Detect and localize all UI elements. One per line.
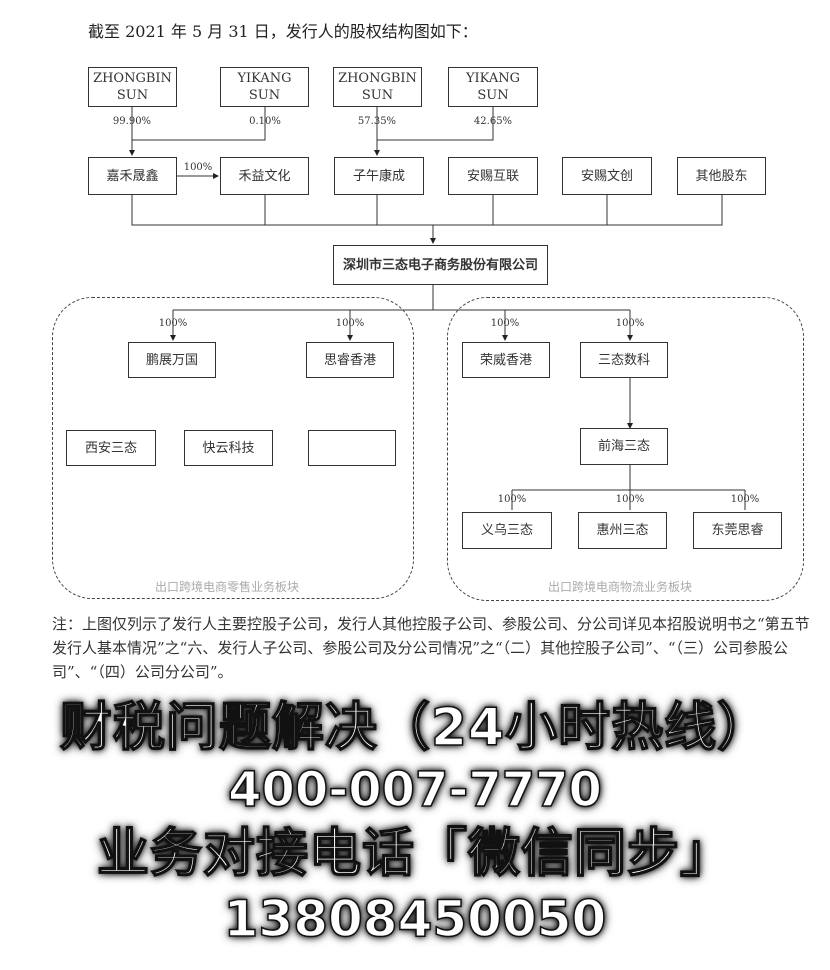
entity-box: 三态数科 [580, 342, 668, 378]
footnote: 注：上图仅列示了发行人主要控股子公司，发行人其他控股子公司、参股公司、分公司详见… [52, 615, 810, 681]
watermark-line: 400-007-7770 [227, 762, 602, 818]
connector-lines [129, 107, 746, 510]
segment-label: 出口跨境电商物流业务板块 [548, 580, 693, 594]
pct-label: 100% [730, 494, 760, 505]
pct-label: 100% [615, 318, 645, 329]
pct-label: 100% [497, 494, 527, 505]
retail-segment [52, 297, 414, 599]
pct-label: 100% [615, 494, 645, 505]
pct-label: 99.90% [112, 116, 152, 127]
entity-box: 思睿香港 [306, 342, 394, 378]
pct-label: 57.35% [357, 116, 397, 127]
watermark-line: 业务对接电话「微信同步」 [96, 824, 733, 884]
entity-box: 西安三态 [66, 430, 156, 466]
entity-box: 东莞思睿 [693, 512, 782, 549]
entity-box: 安赐文创 [562, 157, 652, 195]
entity-box: 前海三态 [580, 428, 668, 465]
pct-label: 42.65% [473, 116, 513, 127]
entity-box [308, 430, 396, 466]
pct-label: 100% [335, 318, 365, 329]
entity-box: 其他股东 [677, 157, 766, 195]
intro-text: 截至 2021 年 5 月 31 日，发行人的股权结构图如下： [88, 22, 478, 41]
watermark-line: 13808450050 [223, 890, 607, 948]
pct-label: 100% [183, 162, 213, 173]
entity-box: 子午康成 [334, 157, 424, 195]
issuer-box: 深圳市三态电子商务股份有限公司 [333, 245, 548, 285]
pct-label: 0.10% [249, 116, 281, 127]
entity-box: 惠州三态 [578, 512, 667, 549]
segment-label: 出口跨境电商零售业务板块 [155, 580, 300, 594]
entity-box: 荣威香港 [462, 342, 550, 378]
pct-label: 100% [490, 318, 520, 329]
entity-box: 禾益文化 [220, 157, 309, 195]
entity-box: 义乌三态 [462, 512, 552, 549]
watermark-band: 财税问题解决（24小时热线） 400-007-7770 业务对接电话「微信同步」… [0, 698, 830, 970]
watermark-line: 财税问题解决（24小时热线） [59, 698, 771, 758]
logistics-segment [447, 297, 804, 601]
entity-box: 安赐互联 [448, 157, 538, 195]
pct-label: 100% [158, 318, 188, 329]
entity-box: 快云科技 [184, 430, 273, 466]
entity-box: 嘉禾晟鑫 [88, 157, 177, 195]
entity-box: 鹏展万国 [128, 342, 216, 378]
